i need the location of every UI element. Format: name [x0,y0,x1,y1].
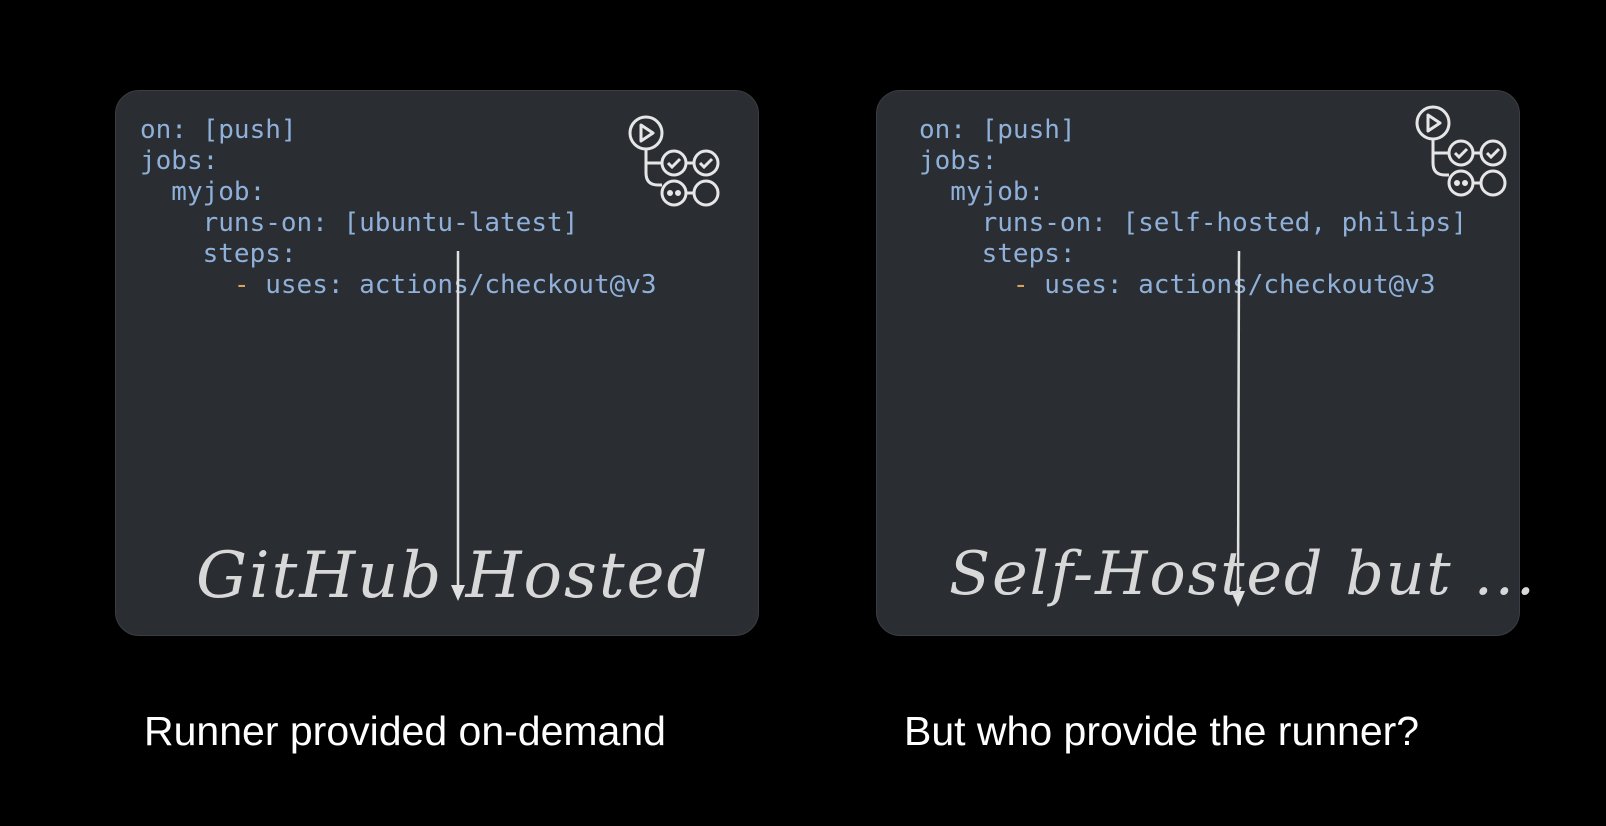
code-line: steps: [919,239,1076,269]
right-caption: But who provide the runner? [904,708,1420,754]
code-line: on: [push] [140,115,297,145]
code-line: jobs: [919,146,998,176]
code-line: steps: [140,239,297,269]
code-line: on: [push] [919,115,1076,145]
github-actions-workflow-icon [1415,105,1507,197]
code-line-uses: - uses: actions/checkout@v3 [919,270,1467,301]
code-line: jobs: [140,146,219,176]
down-arrow [451,251,465,601]
github-hosted-label: GitHub Hosted [196,539,710,613]
list-dash: - [140,270,250,300]
down-arrow [1231,251,1245,607]
workflow-yaml-code: on: [push]jobs: myjob: runs-on: [self-ho… [919,115,1467,301]
code-line-uses: - uses: actions/checkout@v3 [140,270,657,301]
uses-text: uses: actions/checkout@v3 [1028,270,1436,300]
left-caption: Runner provided on-demand [144,708,666,754]
workflow-yaml-code: on: [push]jobs: myjob: runs-on: [ubuntu-… [140,115,657,301]
github-hosted-card: on: [push]jobs: myjob: runs-on: [ubuntu-… [115,90,759,636]
uses-text: uses: actions/checkout@v3 [249,270,657,300]
code-line: myjob: [140,177,266,207]
github-actions-workflow-icon [628,115,720,207]
code-line-runs-on: runs-on: [self-hosted, philips] [919,208,1467,238]
self-hosted-label: Self-Hosted but ... [949,539,1537,609]
code-line: myjob: [919,177,1045,207]
self-hosted-card: on: [push]jobs: myjob: runs-on: [self-ho… [876,90,1535,636]
code-line-runs-on: runs-on: [ubuntu-latest] [140,208,579,238]
list-dash: - [919,270,1029,300]
